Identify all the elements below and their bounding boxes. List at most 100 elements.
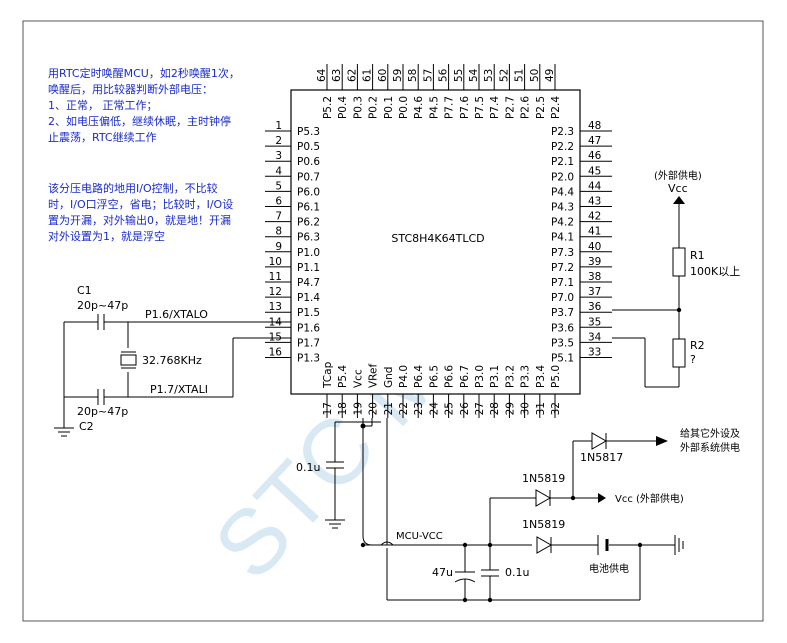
pin-label: P3.4 (535, 365, 547, 388)
mcu-vcc-label: MCU-VCC (396, 531, 443, 542)
pin-label: P3.5 (551, 337, 574, 349)
pin-number: 5 (275, 180, 282, 192)
chip-body (290, 89, 581, 395)
pin-label: P7.7 (444, 96, 456, 119)
c2-label: C2 (79, 420, 94, 433)
divider-labels: (外部供电) Vcc R1 100K以上 R2 ? (654, 169, 740, 366)
pin-label: P1.6 (297, 322, 320, 334)
pin-number: 59 (392, 69, 404, 82)
pin-label: P5.1 (551, 353, 574, 365)
pin-label: P3.2 (504, 365, 516, 388)
pin-label: P0.3 (352, 96, 364, 119)
pin-label: P7.0 (551, 292, 574, 304)
pin-number: 28 (489, 402, 501, 415)
xtali-label: P1.7/XTALI (150, 383, 208, 396)
note1-line: 1、正常， 正常工作； (48, 99, 158, 112)
pin-label: P1.5 (297, 307, 320, 319)
pin-number: 52 (498, 69, 510, 82)
pin-label: P0.2 (368, 96, 380, 119)
pin-number: 7 (275, 211, 282, 223)
pin-number: 25 (444, 402, 456, 415)
r1-label: R1 (690, 249, 705, 262)
r2-value: ? (690, 353, 696, 366)
pin-label: P3.0 (474, 365, 486, 388)
pin-number: 31 (535, 402, 547, 415)
note2-line: 该分压电路的地用I/O控制，不比较 (48, 181, 218, 195)
pin-label: P2.1 (551, 156, 574, 168)
pin-label: P5.2 (322, 96, 334, 119)
pin-number: 18 (337, 402, 349, 415)
pin-label: P0.1 (383, 96, 395, 119)
pin-label: P4.6 (413, 96, 425, 119)
pin-number: 21 (383, 402, 395, 415)
pin-label: P7.6 (459, 96, 471, 119)
pin-number: 15 (269, 331, 282, 343)
pin-number: 17 (322, 402, 334, 415)
pin-number: 3 (275, 150, 282, 162)
pin-label: P0.0 (398, 96, 410, 119)
pin-number: 16 (269, 347, 283, 359)
pin-number: 10 (269, 256, 282, 268)
pin-label: P2.0 (551, 171, 574, 183)
pin-number: 44 (588, 180, 602, 192)
pin-number: 47 (588, 135, 601, 147)
divider-junction (676, 307, 682, 313)
pin-label: P3.7 (551, 307, 574, 319)
pin-number: 53 (483, 69, 495, 82)
d-1n5817-label: 1N5817 (580, 451, 623, 464)
pin-number: 2 (275, 135, 282, 147)
pin-number: 55 (453, 69, 465, 82)
pin-number: 38 (588, 271, 601, 283)
pin-number: 46 (588, 150, 602, 162)
pin-number: 51 (514, 69, 526, 82)
power-labels: 0.1u MCU-VCC 47u 0.1u 1N5819 1N5819 1N58… (296, 427, 740, 579)
c1-value: 20p~47p (77, 299, 128, 312)
power-circuit (325, 418, 684, 601)
pin-label: P6.4 (413, 365, 425, 388)
vcc-arrow-icon (673, 196, 685, 204)
crystal-labels: C1 20p~47p P1.6/XTALO 32.768KHz P1.7/XTA… (77, 284, 208, 433)
note2-line: 时，I/O口浮空，省电；比较时，I/O设 (48, 197, 233, 211)
pin-number: 1 (275, 120, 282, 132)
pin-number: 13 (269, 301, 282, 313)
c2-value: 20p~47p (77, 405, 128, 418)
pin-number: 37 (588, 286, 601, 298)
battery-label: 电池供电 (589, 562, 629, 575)
pin-number: 34 (588, 331, 602, 343)
pin-label: P4.5 (428, 96, 440, 119)
vcc-label: Vcc (668, 182, 688, 195)
pin-label: P0.7 (297, 171, 320, 183)
pin-label: P4.0 (398, 365, 410, 388)
pin-label: P1.1 (297, 262, 320, 274)
pin-number: 64 (316, 68, 328, 82)
pin-label: P6.3 (297, 232, 320, 244)
to-other-2: 外部系统供电 (680, 441, 740, 454)
pin-label: P6.5 (428, 365, 440, 388)
pin-number: 49 (544, 69, 556, 82)
pin-label: P2.7 (504, 96, 516, 119)
pin-number: 6 (275, 196, 282, 208)
pin-label: P4.2 (551, 217, 574, 229)
vcc-ext-label: Vcc (外部供电) (615, 492, 684, 505)
note2-line: 置为开漏，对外输出0，就是地！开漏 (48, 213, 231, 227)
pin-label: P7.2 (551, 262, 574, 274)
cap-0.1u-label: 0.1u (296, 461, 320, 474)
note1-line: 唤醒后，用比较器判断外部电压： (48, 82, 213, 96)
arrow-vcc-ext (598, 493, 606, 503)
c1-label: C1 (77, 284, 92, 297)
pin-label: P2.6 (520, 96, 532, 119)
note-rtc-wakeup: 用RTC定时唤醒MCU，如2秒唤醒1次， 唤醒后，用比较器判断外部电压： 1、正… (48, 66, 240, 144)
crystal-label: 32.768KHz (142, 354, 202, 367)
pin-label: VRef (368, 364, 380, 388)
pin-number: 11 (269, 271, 282, 283)
pin-label: P3.1 (489, 365, 501, 388)
arrow-to-other (656, 436, 668, 446)
pin-label: P0.5 (297, 141, 320, 153)
pin-label: P1.3 (297, 353, 320, 365)
pin-label: P3.6 (551, 322, 574, 334)
pin-number: 30 (520, 402, 532, 415)
chip-name: STC8H4K64TLCD (391, 232, 484, 245)
pin-label: P4.1 (551, 232, 574, 244)
pin-label: P6.1 (297, 202, 320, 214)
